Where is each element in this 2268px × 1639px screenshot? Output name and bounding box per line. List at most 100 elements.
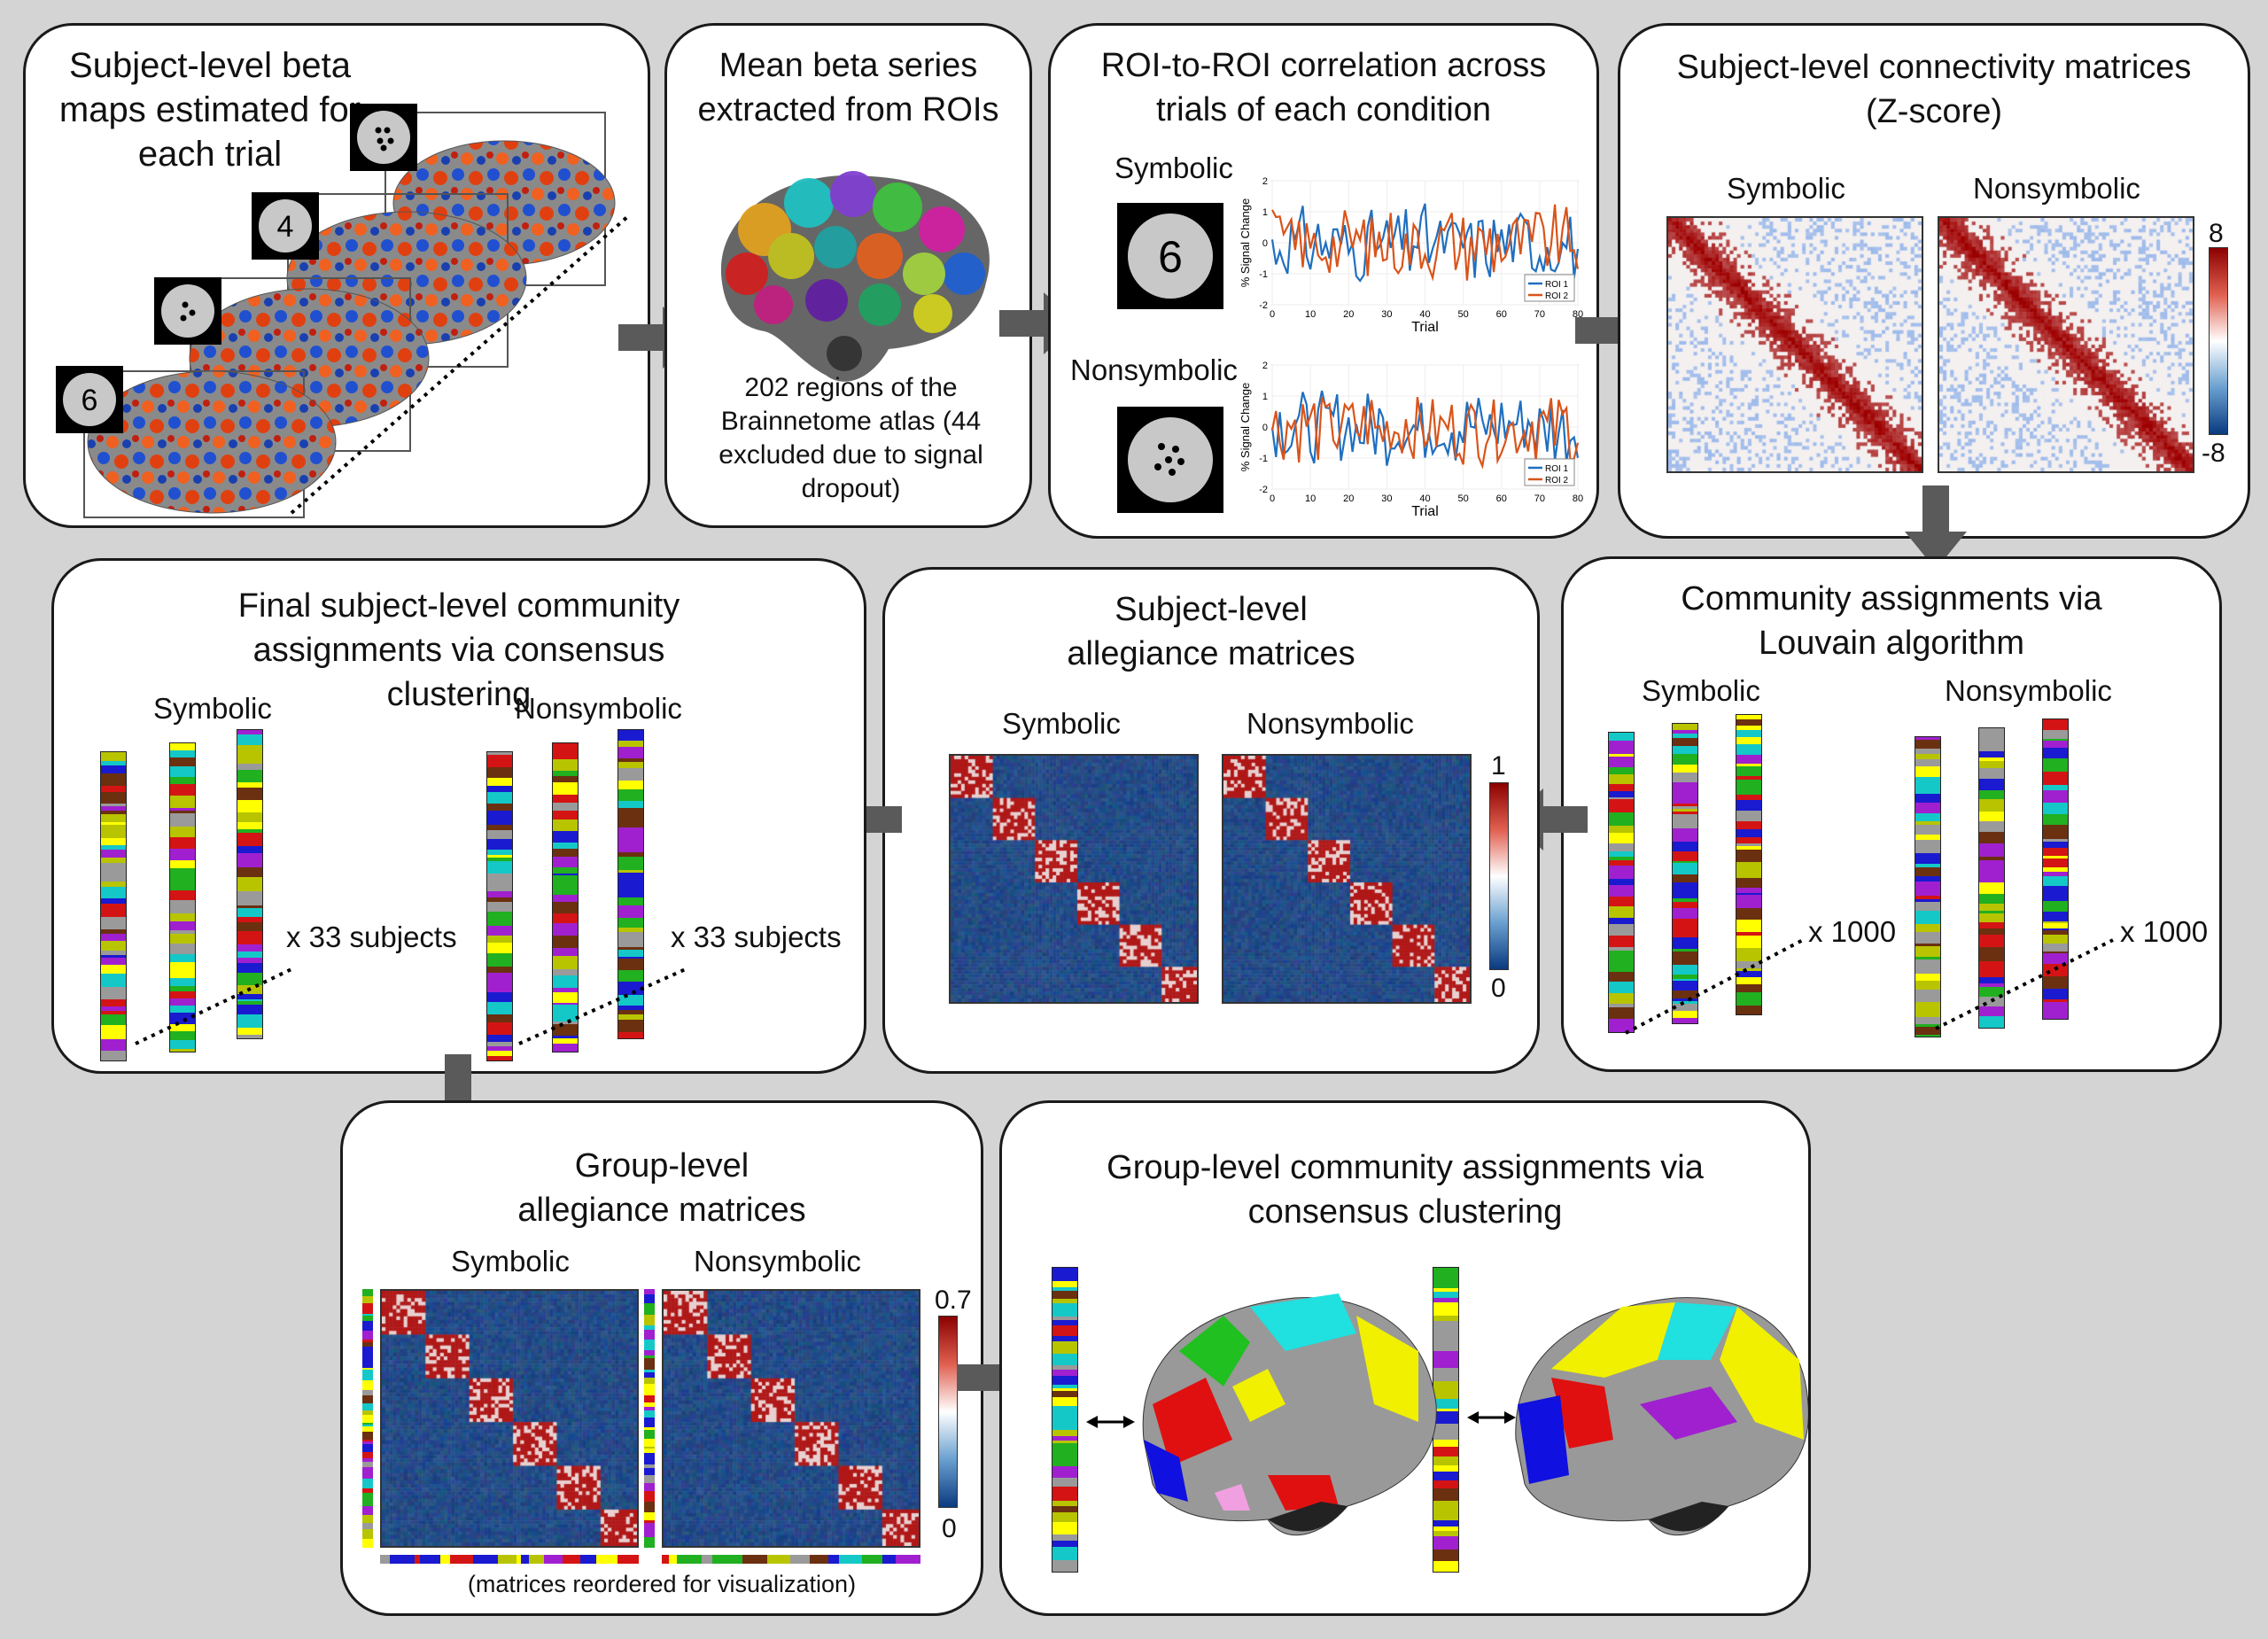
nonsymbolic-column-community-strip — [662, 1555, 920, 1564]
svg-text:6: 6 — [82, 384, 98, 417]
panel-beta-maps: Subject-level beta maps estimated for ea… — [23, 23, 650, 528]
x-tick-label: 20 — [1343, 309, 1354, 320]
x-tick-label: 60 — [1496, 493, 1507, 504]
panel-title: Subject-level connectivity matrices (Z-s… — [1676, 49, 2192, 130]
panel-louvain: Community assignments via Louvain algori… — [1561, 556, 2222, 1072]
brain-slices — [83, 112, 616, 518]
x-tick-label: 10 — [1305, 493, 1316, 504]
y-tick-label: 0 — [1262, 238, 1268, 249]
stimulus-digit: 6 — [1158, 232, 1183, 282]
community-column — [552, 742, 579, 1053]
symbolic-label: Symbolic — [1115, 151, 1233, 184]
symbolic-group-allegiance-matrix — [380, 1289, 639, 1548]
x-tick-label: 40 — [1419, 309, 1430, 320]
x-tick-label: 0 — [1270, 309, 1275, 320]
nonsymbolic-brain — [1515, 1297, 1808, 1536]
x-tick-label: 50 — [1458, 309, 1469, 320]
nonsymbolic-allegiance-matrix — [1222, 754, 1472, 1004]
nonsymbolic-group-community-column — [1433, 1267, 1459, 1573]
y-tick-label: -1 — [1259, 454, 1268, 464]
parcellated-brain — [720, 171, 990, 382]
panel-group-allegiance: Group-level allegiance matrices Symbolic… — [340, 1100, 983, 1616]
symbolic-brain — [1142, 1293, 1437, 1536]
nonsymbolic-label: Nonsymbolic — [1070, 353, 1238, 386]
x-tick-label: 30 — [1381, 493, 1392, 504]
symbolic-column-community-strip — [380, 1555, 639, 1564]
continuation-dots — [135, 967, 688, 1045]
panel-title: Subject-level beta maps estimated for ea… — [58, 46, 361, 174]
colorbar-min: 0 — [1491, 974, 1506, 1003]
continuation-dots — [1625, 938, 2114, 1035]
y-tick-label: -1 — [1259, 269, 1268, 280]
group-allegiance-colorbar — [938, 1316, 958, 1508]
x-tick-label: 80 — [1573, 493, 1583, 504]
x-tick-label: 60 — [1496, 309, 1507, 320]
symbolic-connectivity-matrix — [1666, 216, 1923, 473]
panel-title: Group-level allegiance matrices — [517, 1147, 806, 1229]
community-column — [169, 742, 196, 1053]
repeat-count: x 33 subjects — [671, 920, 842, 953]
community-column — [100, 751, 127, 1061]
double-arrow-icon — [1467, 1411, 1516, 1424]
colorbar-max: 0.7 — [935, 1286, 972, 1315]
x-tick-label: 0 — [1270, 493, 1275, 504]
colorbar-max: 1 — [1491, 751, 1506, 781]
community-column — [1978, 727, 2005, 1029]
nonsymbolic-label: Nonsymbolic — [1973, 172, 2140, 205]
nonsymbolic-label: Nonsymbolic — [1247, 707, 1414, 740]
symbolic-label: Symbolic — [451, 1245, 570, 1278]
atlas-caption: 202 regions of the Brainnetome atlas (44… — [718, 373, 983, 503]
symbolic-allegiance-matrix — [949, 754, 1199, 1004]
panel-roi-correlation: ROI-to-ROI correlation across trials of … — [1048, 23, 1599, 539]
panel-title: Final subject-level community assignment… — [237, 587, 680, 713]
repeat-count: x 1000 — [2120, 915, 2209, 948]
x-tick-label: 70 — [1534, 309, 1545, 320]
panel-group-assignments: Group-level community assignments via co… — [999, 1100, 1811, 1616]
nonsymbolic-label: Nonsymbolic — [515, 692, 682, 725]
y-axis-label: % Signal Change — [1239, 383, 1252, 471]
colorbar-min: -8 — [2202, 439, 2225, 468]
panel-final-assignments: Final subject-level community assignment… — [51, 558, 866, 1074]
stimulus-digit-6: 6 — [56, 366, 123, 433]
legend-entry: ROI 1 — [1545, 280, 1569, 290]
group-brain-renderings — [1086, 1293, 1808, 1536]
svg-text:4: 4 — [277, 210, 294, 244]
legend-entry: ROI 1 — [1545, 464, 1569, 474]
panel-mean-beta: Mean beta series extracted from ROIs 202… — [664, 23, 1032, 528]
x-tick-label: 70 — [1534, 493, 1545, 504]
plot-legend — [1524, 274, 1575, 302]
arrow-down-1 — [1905, 485, 1967, 570]
symbolic-label: Symbolic — [1002, 707, 1121, 740]
continuation-dots — [290, 214, 630, 515]
panel-title: ROI-to-ROI correlation across trials of … — [1100, 47, 1547, 128]
stimulus-dots-top — [350, 104, 417, 171]
y-tick-label: 0 — [1262, 423, 1268, 433]
x-tick-label: 30 — [1381, 309, 1392, 320]
x-axis-label: Trial — [1411, 320, 1439, 335]
x-tick-label: 40 — [1419, 493, 1430, 504]
stimulus-digit-4: 4 — [252, 192, 319, 260]
roi-series-line — [1271, 204, 1580, 282]
y-tick-label: 2 — [1262, 361, 1268, 371]
community-column — [486, 751, 513, 1061]
nonsymbolic-row-community-strip — [644, 1289, 655, 1548]
y-axis-label: % Signal Change — [1239, 198, 1252, 287]
roi-series-line — [1270, 203, 1580, 283]
panel-title: Community assignments via Louvain algori… — [1681, 580, 2102, 662]
colorbar-min: 0 — [942, 1514, 957, 1543]
panel-connectivity: Subject-level connectivity matrices (Z-s… — [1618, 23, 2250, 539]
repeat-count: x 33 subjects — [286, 920, 457, 953]
panel-title: Group-level community assignments via co… — [1107, 1149, 1704, 1231]
roi-stimuli: 6 — [1117, 203, 1223, 513]
y-tick-label: -2 — [1259, 485, 1268, 495]
community-column — [237, 729, 263, 1039]
nonsymbolic-label: Nonsymbolic — [694, 1245, 861, 1278]
panel-title: Subject-level allegiance matrices — [1067, 591, 1355, 672]
symbolic-label: Symbolic — [1727, 172, 1845, 205]
symbolic-label: Symbolic — [1642, 674, 1760, 707]
nonsymbolic-label: Nonsymbolic — [1945, 674, 2112, 707]
legend-entry: ROI 2 — [1545, 291, 1569, 301]
plot-legend — [1524, 458, 1575, 486]
community-column — [617, 729, 644, 1039]
